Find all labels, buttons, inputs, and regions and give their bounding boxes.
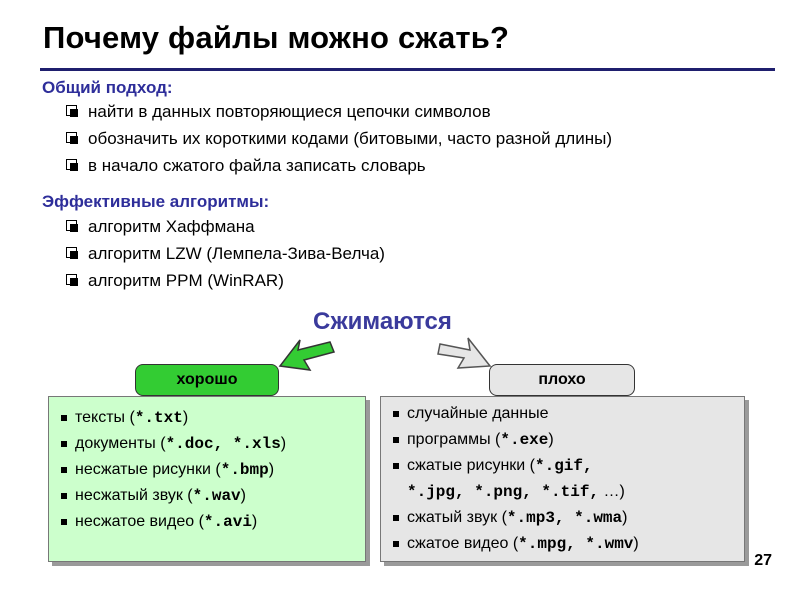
checkbox-bullet-icon <box>66 220 78 232</box>
bad-label-badge: плохо <box>489 364 635 396</box>
checkbox-bullet-icon <box>66 132 78 144</box>
list-item: несжатые рисунки (*.bmp) <box>59 457 365 483</box>
bad-compression-box: случайные данные программы (*.exe) сжаты… <box>380 396 745 562</box>
algorithms-list: алгоритм Хаффмана алгоритм LZW (Лемпела-… <box>64 213 385 294</box>
square-bullet-icon <box>61 415 67 421</box>
square-bullet-icon <box>393 515 399 521</box>
list-item: в начало сжатого файла записать словарь <box>64 152 612 179</box>
list-item: несжатый звук (*.wav) <box>59 483 365 509</box>
square-bullet-icon <box>61 493 67 499</box>
section-heading-approach: Общий подход: <box>42 78 173 97</box>
square-bullet-icon <box>61 467 67 473</box>
list-item: обозначить их короткими кодами (битовыми… <box>64 125 612 152</box>
list-item: алгоритм Хаффмана <box>64 213 385 240</box>
list-item: алгоритм PPM (WinRAR) <box>64 267 385 294</box>
square-bullet-icon <box>393 541 399 547</box>
square-bullet-icon <box>393 437 399 443</box>
square-bullet-icon <box>393 411 399 417</box>
title-underline <box>40 68 775 71</box>
checkbox-bullet-icon <box>66 247 78 259</box>
list-item: программы (*.exe) <box>391 427 744 453</box>
bad-arrow-icon <box>437 337 492 369</box>
checkbox-bullet-icon <box>66 159 78 171</box>
list-item: сжатый звук (*.mp3, *.wma) <box>391 505 744 531</box>
compress-label: Сжимаются <box>313 308 452 335</box>
checkbox-bullet-icon <box>66 274 78 286</box>
list-item: несжатое видео (*.avi) <box>59 509 365 535</box>
list-item: сжатое видео (*.mpg, *.wmv) <box>391 531 744 557</box>
list-item: документы (*.doc, *.xls) <box>59 431 365 457</box>
list-item: случайные данные <box>391 401 744 427</box>
page-number: 27 <box>754 552 772 569</box>
square-bullet-icon <box>61 441 67 447</box>
square-bullet-icon <box>61 519 67 525</box>
bad-list: случайные данные программы (*.exe) сжаты… <box>391 401 744 557</box>
good-arrow-icon <box>278 339 336 371</box>
list-item-continuation: *.jpg, *.png, *.tif, …) <box>407 483 625 501</box>
list-item: тексты (*.txt) <box>59 405 365 431</box>
approach-list: найти в данных повторяющиеся цепочки сим… <box>64 98 612 179</box>
list-item: найти в данных повторяющиеся цепочки сим… <box>64 98 612 125</box>
checkbox-bullet-icon <box>66 105 78 117</box>
slide-title: Почему файлы можно сжать? <box>43 20 510 55</box>
list-item: алгоритм LZW (Лемпела-Зива-Велча) <box>64 240 385 267</box>
good-label-badge: хорошо <box>135 364 279 396</box>
good-list: тексты (*.txt) документы (*.doc, *.xls) … <box>59 405 365 535</box>
section-heading-algorithms: Эффективные алгоритмы: <box>42 192 270 211</box>
square-bullet-icon <box>393 463 399 469</box>
good-compression-box: тексты (*.txt) документы (*.doc, *.xls) … <box>48 396 366 562</box>
list-item: сжатые рисунки (*.gif, <box>391 453 744 479</box>
